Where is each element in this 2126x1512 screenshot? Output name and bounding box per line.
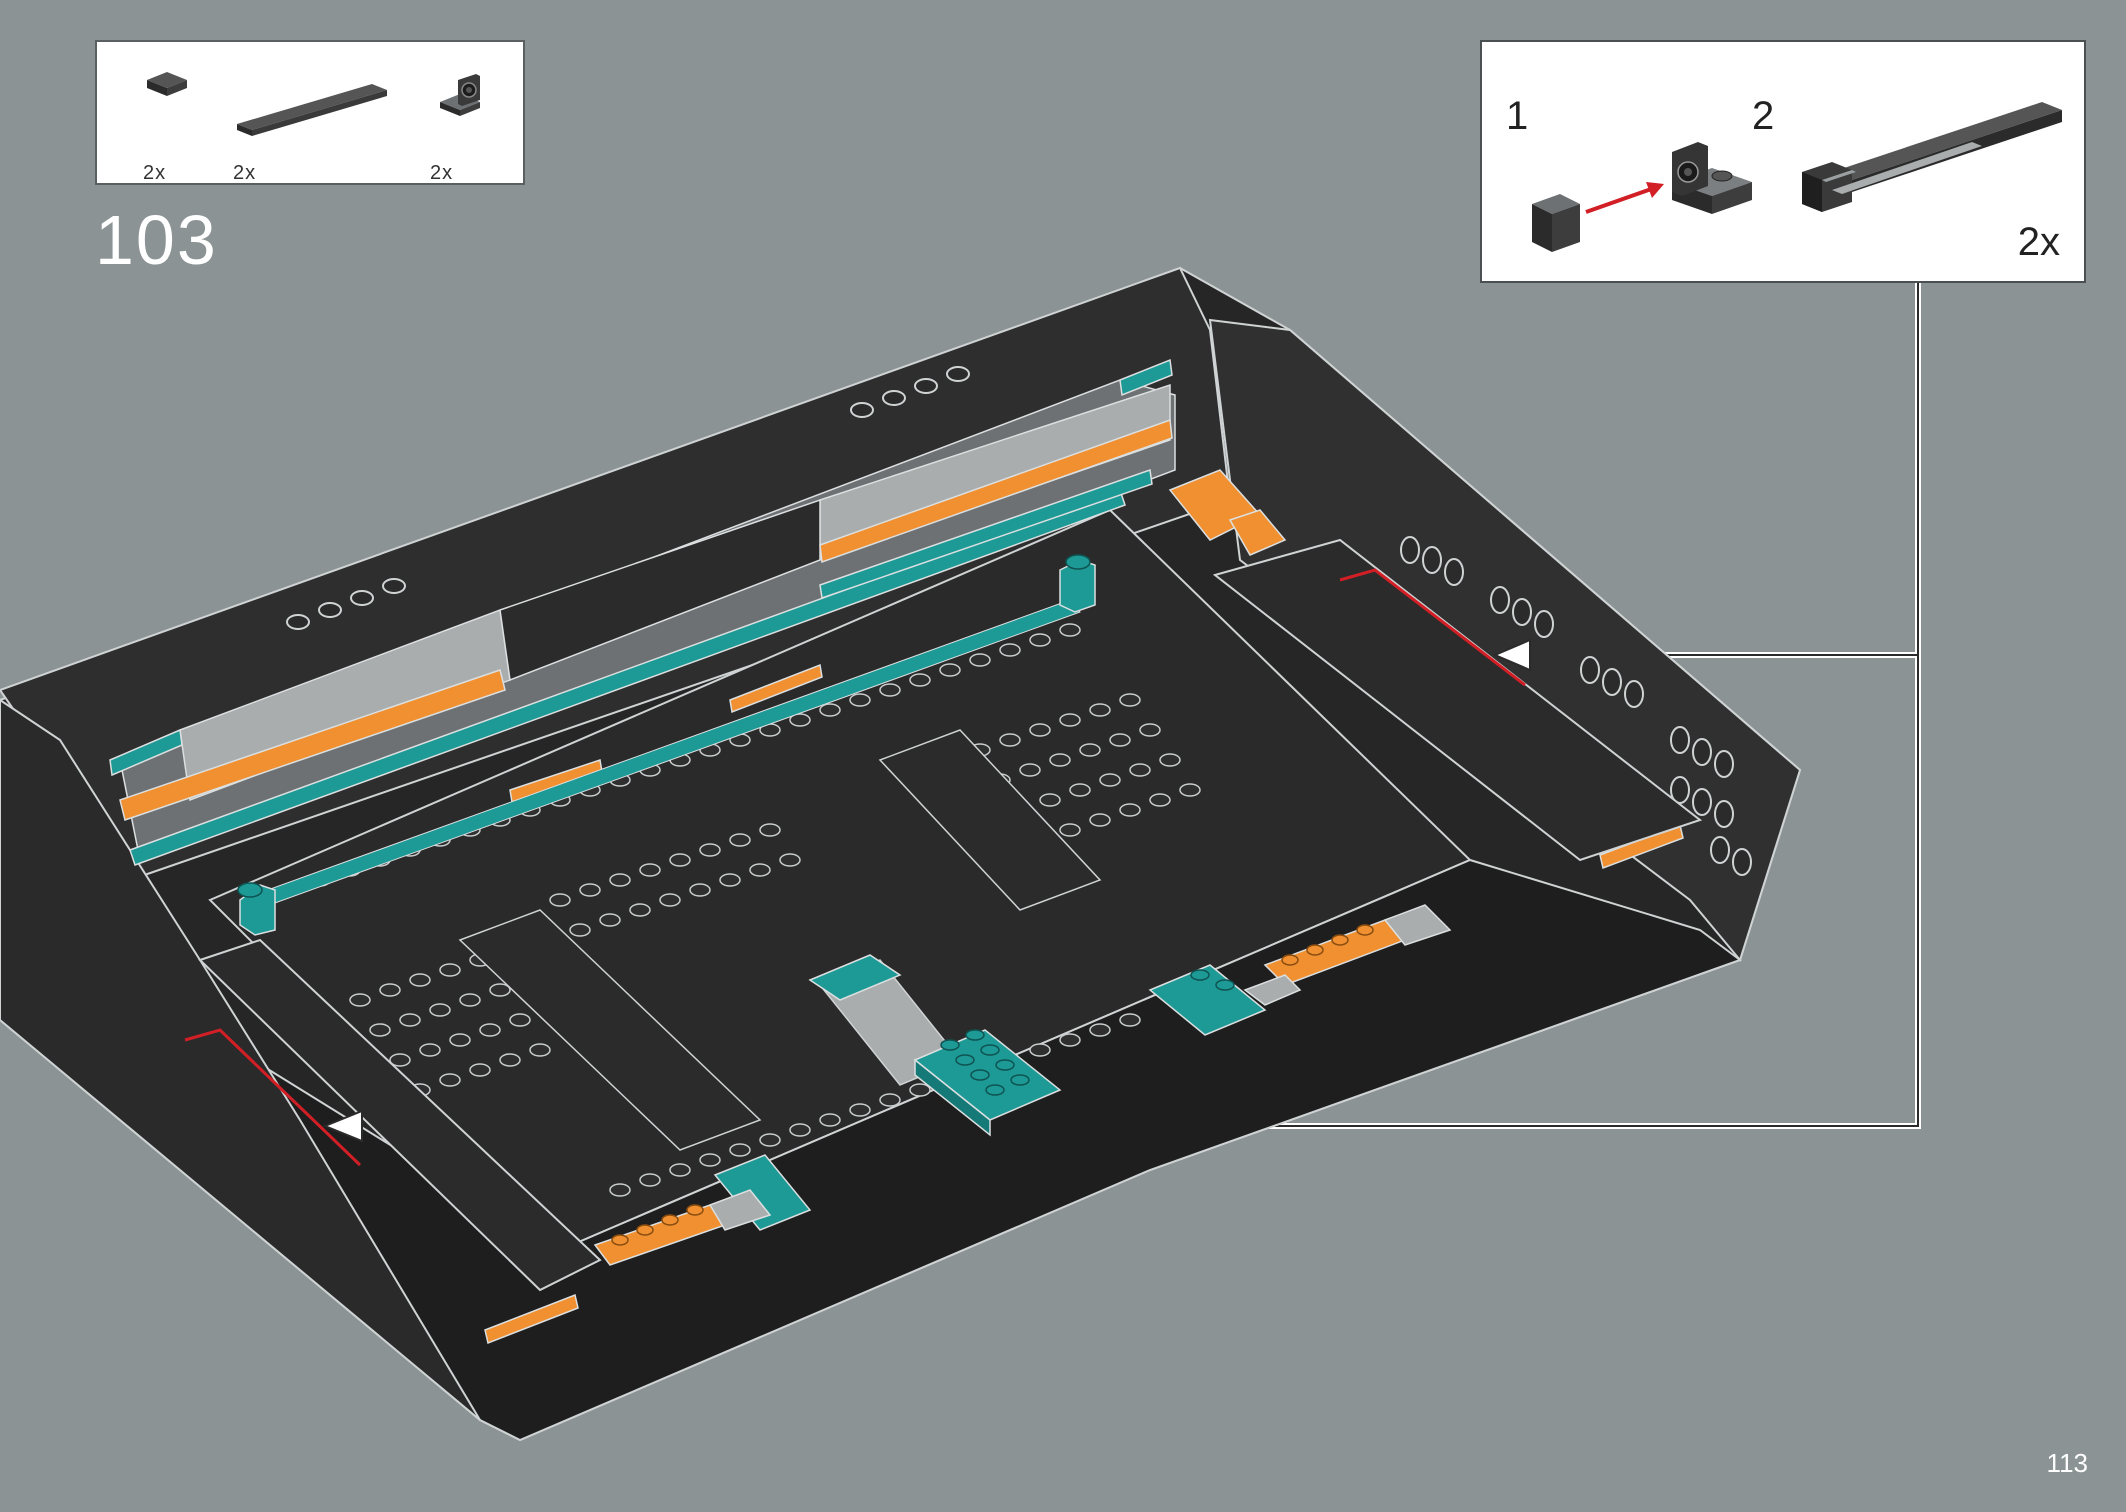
sub-assembly-multiplier: 2x — [2017, 220, 2060, 264]
light-gray-tiles — [708, 904, 1452, 1231]
orange-studs — [611, 924, 1374, 1246]
step-number: 103 — [95, 201, 218, 279]
sub-step-number: 2 — [1752, 94, 1775, 138]
tray-base — [0, 266, 1802, 1442]
part-quantity: 2x — [233, 162, 257, 184]
back-wall-panels — [109, 358, 1176, 866]
page-number: 113 — [2046, 1448, 2088, 1478]
parts-list-item: 2x — [430, 62, 492, 184]
sub-step-1-illustration — [1532, 142, 1752, 252]
tile-1x1-dark-icon — [147, 72, 187, 96]
part-quantity: 2x — [143, 162, 167, 184]
teal-bricks — [239, 559, 1267, 1231]
side-wall-holes — [1400, 536, 1752, 876]
parts-list-item: 2x — [232, 62, 392, 184]
floor-studs — [249, 623, 1201, 1197]
placement-highlight — [184, 568, 1526, 1167]
sub-step-2-illustration — [1802, 102, 2062, 212]
sub-step-number: 1 — [1506, 94, 1529, 138]
parts-list-item: 2x — [142, 62, 192, 184]
part-quantity: 2x — [430, 162, 454, 184]
callout-arrowhead — [322, 638, 1531, 1143]
back-wall-studs — [286, 366, 970, 630]
parts-list: 2x 2x 2x — [95, 40, 525, 185]
side-rails — [198, 538, 1703, 1292]
sub-assembly-callout: 1 2 2x — [1480, 40, 2086, 283]
bracket-1x1-dark-icon — [440, 74, 480, 116]
tile-1x8-dark-icon — [237, 84, 387, 136]
orange-bricks — [484, 469, 1684, 1345]
teal-studs — [237, 554, 1235, 1096]
floor-tiles — [458, 729, 1102, 1151]
